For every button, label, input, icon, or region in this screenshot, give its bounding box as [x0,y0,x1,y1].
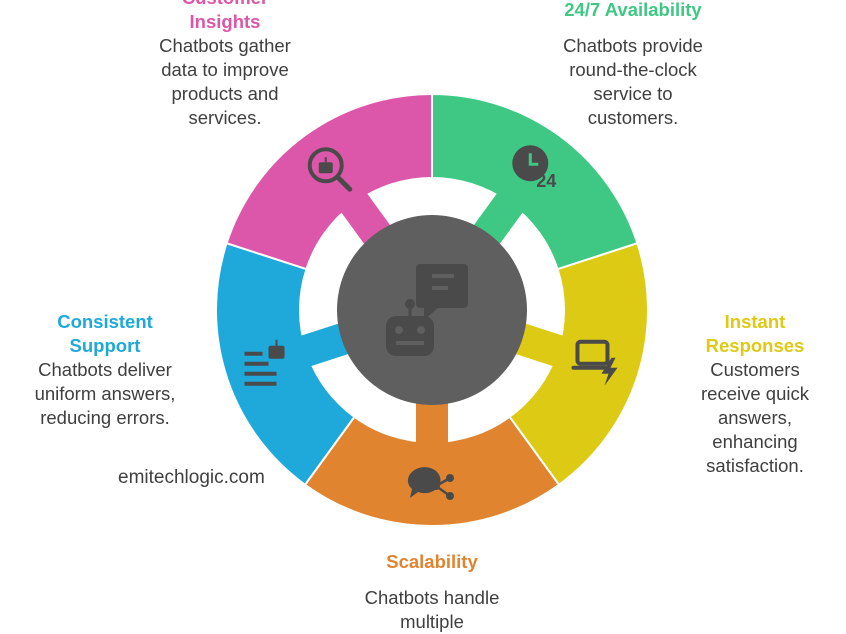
desc-consistent-support-line3: reducing errors. [40,407,170,428]
desc-instant-responses-line3: answers, [717,407,793,428]
connector-instant-responses [514,323,569,368]
desc-availability-line4: customers. [587,107,679,128]
clock-24-icon: 24 [512,145,556,191]
robot-chat-icon [386,264,468,356]
connector-availability [473,188,527,245]
chatbot-benefits-diagram: 24 [215,92,649,527]
title-consistent-support-line2: Support [69,335,141,356]
desc-consistent-support-line2: uniform answers, [34,383,176,404]
list-bot-icon [244,339,285,386]
desc-customer-insights-line2: data to improve [161,59,289,80]
title-instant-responses-line1: Instant [724,311,786,332]
title-scalability: Scalability [386,551,478,572]
label-scalability: Scalability Chatbots handle multiple [332,550,532,634]
clock-24-label: 24 [536,171,556,191]
desc-customer-insights-line4: services. [188,107,262,128]
desc-instant-responses-line1: Customers [710,359,800,380]
desc-instant-responses-line2: receive quick [701,383,809,404]
title-customer-insights-line2: Insights [189,11,261,32]
label-instant-responses: Instant Responses Customers receive quic… [670,310,840,478]
desc-consistent-support-line1: Chatbots deliver [38,359,172,380]
search-bot-icon [307,147,353,192]
label-availability: 24/7 Availability Chatbots provide round… [533,0,733,130]
connectors [295,188,569,448]
desc-customer-insights-line1: Chatbots gather [159,35,291,56]
desc-customer-insights-line3: products and [171,83,279,104]
desc-availability-line3: service to [593,83,673,104]
desc-scalability-line2: multiple [400,611,464,632]
desc-availability-line1: Chatbots provide [563,35,703,56]
chat-share-icon [407,467,454,500]
segment-availability [431,92,639,271]
connector-consistent-support [295,323,350,368]
desc-scalability-line1: Chatbots handle [364,587,500,608]
segment-consistent-support [215,241,356,487]
title-customer-insights-line1: Customer [125,0,325,10]
connector-customer-insights [337,188,391,245]
icons: 24 [244,145,618,500]
laptop-lightning-icon [571,339,618,386]
desc-instant-responses-line5: satisfaction. [706,455,804,476]
label-consistent-support: Consistent Support Chatbots deliver unif… [15,310,195,430]
title-availability: 24/7 Availability [564,0,702,20]
title-consistent-support-line1: Consistent [57,311,153,332]
label-customer-insights: Customer Insights Chatbots gather data t… [125,0,325,130]
desc-instant-responses-line4: enhancing [712,431,798,452]
desc-availability-line2: round-the-clock [569,59,697,80]
watermark: emitechlogic.com [118,467,265,488]
title-instant-responses-line2: Responses [705,335,805,356]
